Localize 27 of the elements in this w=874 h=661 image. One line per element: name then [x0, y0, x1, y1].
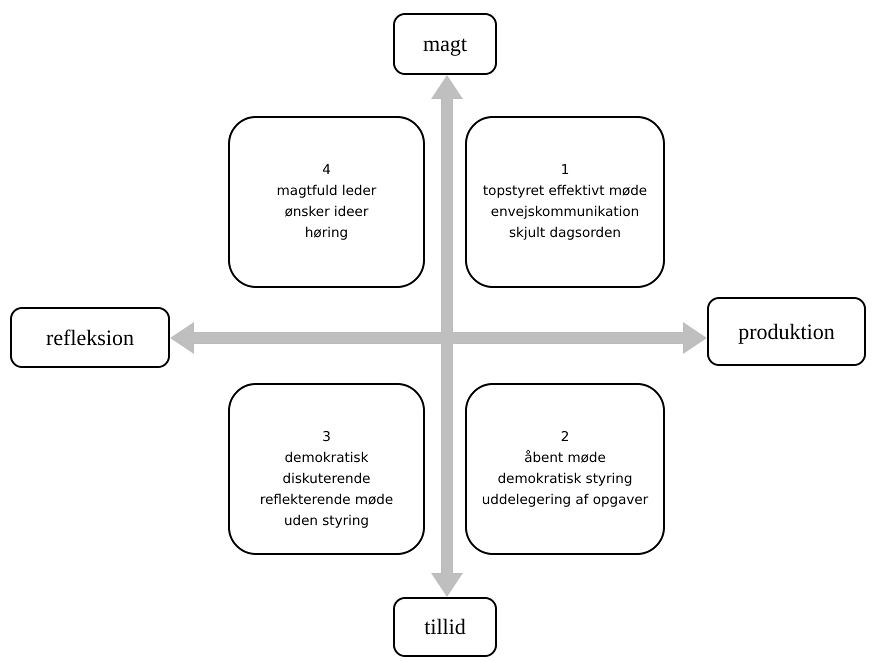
double-arrow	[431, 75, 463, 597]
quadrant-text: høring	[304, 224, 348, 243]
quadrant-box	[228, 116, 425, 288]
quadrant-number: 2	[560, 428, 570, 447]
axis-label-box: refleksion	[10, 307, 170, 368]
quadrant-text: diskuterende	[282, 470, 370, 489]
axis-label-box: tillid	[393, 597, 497, 657]
quadrant-text: envejskommunikation	[490, 202, 640, 222]
axis-label-box: produktion	[707, 297, 866, 366]
quadrant-text: åbent møde	[524, 448, 606, 468]
quadrant-text: magtfuld leder	[276, 182, 376, 201]
quadrant-text: reflekterende møde	[260, 490, 394, 510]
quadrant-number: 3	[322, 428, 331, 447]
quadrant-box	[228, 383, 425, 555]
quadrant-text: topstyret effektivt møde	[482, 182, 648, 201]
quadrant-text: ønsker ideer	[284, 202, 368, 222]
axis-label-box: magt	[393, 13, 497, 75]
quadrant-box	[465, 383, 665, 555]
quadrant-text: uden styring	[284, 512, 370, 531]
quadrant-text: uddelegering af opgaver	[482, 490, 648, 510]
quadrant-text: demokratisk styring	[498, 470, 632, 489]
double-arrow	[170, 322, 707, 354]
quadrant-text: demokratisk	[284, 448, 368, 468]
quadrant-box	[465, 116, 665, 288]
quadrant-text: skjult dagsorden	[509, 224, 621, 243]
quadrant-number: 4	[322, 161, 331, 180]
quadrant-number: 1	[560, 161, 570, 180]
